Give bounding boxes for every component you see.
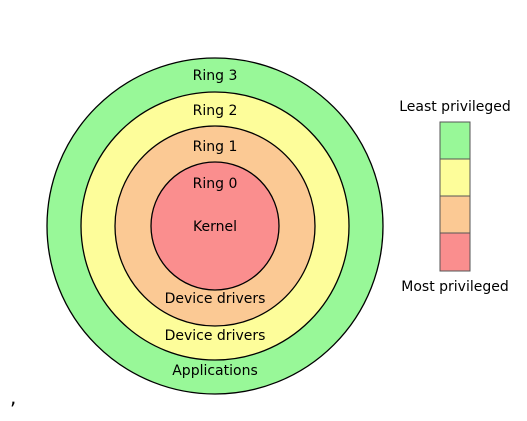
legend-swatch-ring-0	[439, 232, 471, 272]
stray-comma-mark: ,	[10, 385, 16, 409]
kernel-label: Kernel	[193, 219, 237, 235]
legend-top-label: Least privileged	[399, 99, 511, 115]
applications-label: Applications	[172, 363, 258, 379]
legend-swatch-ring-3	[439, 121, 471, 160]
ring-2-label: Ring 2	[193, 103, 238, 119]
ring-1-label: Ring 1	[193, 139, 238, 155]
legend-swatch-ring-2	[439, 158, 471, 197]
ring-1-drivers-label: Device drivers	[165, 291, 266, 307]
ring-3-label: Ring 3	[193, 68, 238, 84]
ring-0-circle	[150, 161, 280, 291]
ring-2-drivers-label: Device drivers	[165, 328, 266, 344]
privilege-legend-bar	[439, 121, 471, 272]
ring-0-label: Ring 0	[193, 176, 238, 192]
legend-bottom-label: Most privileged	[401, 279, 508, 295]
legend-swatch-ring-1	[439, 195, 471, 234]
